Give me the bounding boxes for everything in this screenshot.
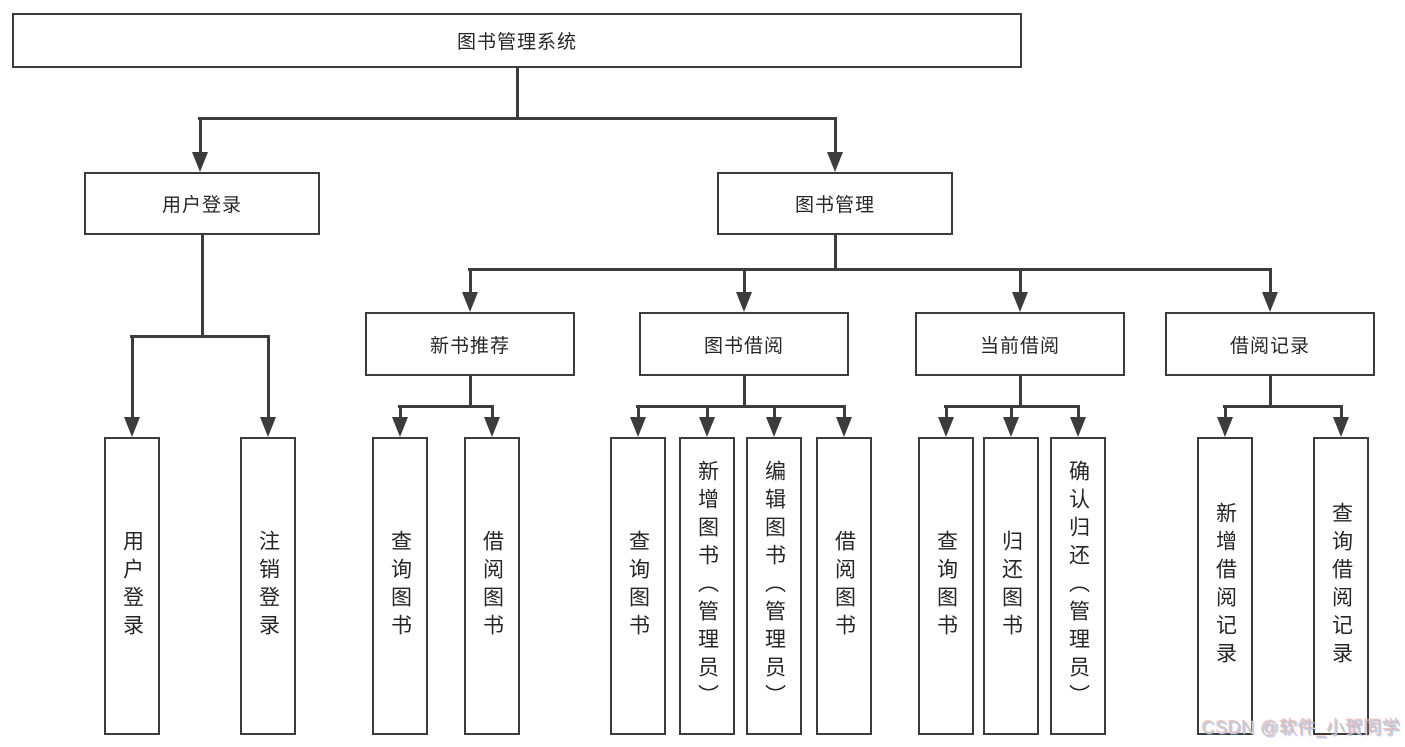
- arrowhead-down-icon: [1012, 292, 1028, 312]
- arrowhead-down-icon: [1262, 292, 1278, 312]
- node-new-book-recommend: 新书推荐: [365, 312, 575, 376]
- arrowhead-down-icon: [1333, 417, 1349, 437]
- leaf-query-books-borrow: 查询图书: [610, 437, 666, 735]
- arrowhead-down-icon: [392, 417, 408, 437]
- connector-line: [130, 334, 270, 338]
- leaf-confirm-return-admin: 确认归还（管理员）: [1050, 437, 1106, 735]
- connector-line: [515, 68, 519, 119]
- connector-line: [398, 404, 494, 408]
- connector-line: [1018, 376, 1022, 408]
- connector-line: [705, 406, 709, 418]
- node-borrow-records: 借阅记录: [1165, 312, 1375, 376]
- connector-line: [1009, 406, 1013, 418]
- arrowhead-down-icon: [630, 417, 646, 437]
- leaf-edit-books-admin: 编辑图书（管理员）: [746, 437, 802, 735]
- node-book-borrow: 图书借阅: [639, 312, 849, 376]
- node-current-borrow: 当前借阅: [915, 312, 1125, 376]
- connector-line: [636, 406, 640, 418]
- connector-line: [742, 376, 746, 408]
- connector-line: [1339, 406, 1343, 418]
- connector-line: [130, 336, 134, 418]
- leaf-add-books-admin: 新增图书（管理员）: [679, 437, 735, 735]
- leaf-query-borrow-record: 查询借阅记录: [1313, 437, 1369, 735]
- connector-line: [833, 118, 837, 153]
- arrowhead-down-icon: [699, 417, 715, 437]
- connector-line: [833, 235, 837, 270]
- connector-line: [266, 336, 270, 418]
- connector-line: [490, 406, 494, 418]
- node-book-management: 图书管理: [717, 172, 953, 235]
- leaf-query-books-current: 查询图书: [918, 437, 974, 735]
- arrowhead-down-icon: [736, 292, 752, 312]
- csdn-watermark: CSDN @软件_小贺同学: [1202, 718, 1401, 738]
- node-root-library-system: 图书管理系统: [12, 13, 1022, 68]
- arrowhead-down-icon: [1217, 417, 1233, 437]
- arrowhead-down-icon: [1070, 417, 1086, 437]
- connector-line: [842, 406, 846, 418]
- connector-line: [468, 269, 472, 293]
- arrowhead-down-icon: [938, 417, 954, 437]
- arrowhead-down-icon: [124, 417, 140, 437]
- connector-line: [944, 404, 1080, 408]
- connector-line: [1268, 269, 1272, 293]
- connector-line: [1223, 406, 1227, 418]
- connector-line: [468, 267, 1272, 271]
- arrowhead-down-icon: [484, 417, 500, 437]
- leaf-query-books-recommend: 查询图书: [372, 437, 428, 735]
- connector-line: [742, 269, 746, 293]
- arrowhead-down-icon: [260, 417, 276, 437]
- connector-line: [1076, 406, 1080, 418]
- arrowhead-down-icon: [1003, 417, 1019, 437]
- leaf-user-login: 用户登录: [104, 437, 160, 735]
- leaf-add-borrow-record: 新增借阅记录: [1197, 437, 1253, 735]
- connector-line: [398, 406, 402, 418]
- leaf-borrow-books-recommend: 借阅图书: [464, 437, 520, 735]
- connector-line: [198, 118, 202, 153]
- arrowhead-down-icon: [827, 152, 843, 172]
- leaf-return-books: 归还图书: [983, 437, 1039, 735]
- arrowhead-down-icon: [192, 152, 208, 172]
- connector-line: [636, 404, 846, 408]
- connector-line: [198, 116, 837, 120]
- connector-line: [468, 376, 472, 408]
- leaf-logout: 注销登录: [240, 437, 296, 735]
- arrowhead-down-icon: [462, 292, 478, 312]
- arrowhead-down-icon: [766, 417, 782, 437]
- connector-line: [1268, 376, 1272, 408]
- arrowhead-down-icon: [836, 417, 852, 437]
- connector-line: [200, 235, 204, 337]
- node-user-login: 用户登录: [84, 172, 320, 235]
- connector-line: [944, 406, 948, 418]
- connector-line: [1018, 269, 1022, 293]
- leaf-borrow-books: 借阅图书: [816, 437, 872, 735]
- connector-line: [1223, 404, 1343, 408]
- connector-line: [772, 406, 776, 418]
